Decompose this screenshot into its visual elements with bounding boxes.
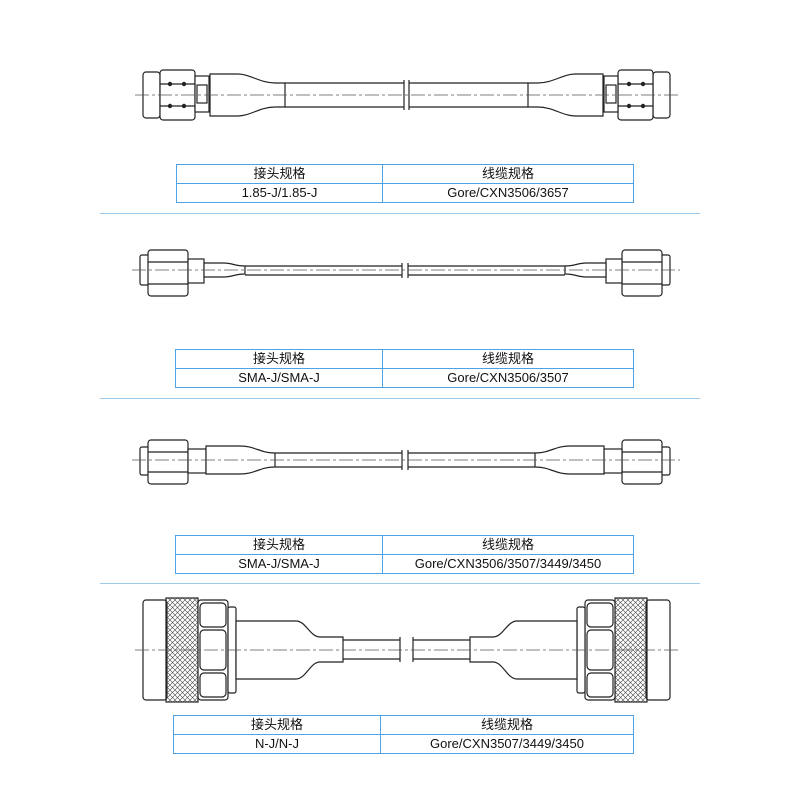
section-divider (100, 583, 700, 584)
connector-spec: 1.85-J/1.85-J (176, 183, 383, 203)
cable-spec: Gore/CXN3506/3657 (382, 183, 634, 203)
header-cable: 线缆规格 (382, 535, 634, 555)
section-divider (100, 398, 700, 399)
header-connector: 接头规格 (175, 535, 383, 555)
header-cable: 线缆规格 (382, 349, 634, 369)
cable-spec: Gore/CXN3506/3507/3449/3450 (382, 554, 634, 574)
cable-spec: Gore/CXN3507/3449/3450 (380, 734, 634, 754)
header-cable: 线缆规格 (382, 164, 634, 184)
connector-spec: SMA-J/SMA-J (175, 368, 383, 388)
connector-spec: SMA-J/SMA-J (175, 554, 383, 574)
header-connector: 接头规格 (176, 164, 383, 184)
cable-spec: Gore/CXN3506/3507 (382, 368, 634, 388)
drawing-3 (132, 439, 680, 485)
header-connector: 接头规格 (173, 715, 381, 735)
drawing-4 (135, 597, 680, 703)
connector-spec: N-J/N-J (173, 734, 381, 754)
header-connector: 接头规格 (175, 349, 383, 369)
header-cable: 线缆规格 (380, 715, 634, 735)
drawing-1 (135, 69, 680, 121)
drawing-2 (132, 249, 680, 297)
section-divider (100, 213, 700, 214)
